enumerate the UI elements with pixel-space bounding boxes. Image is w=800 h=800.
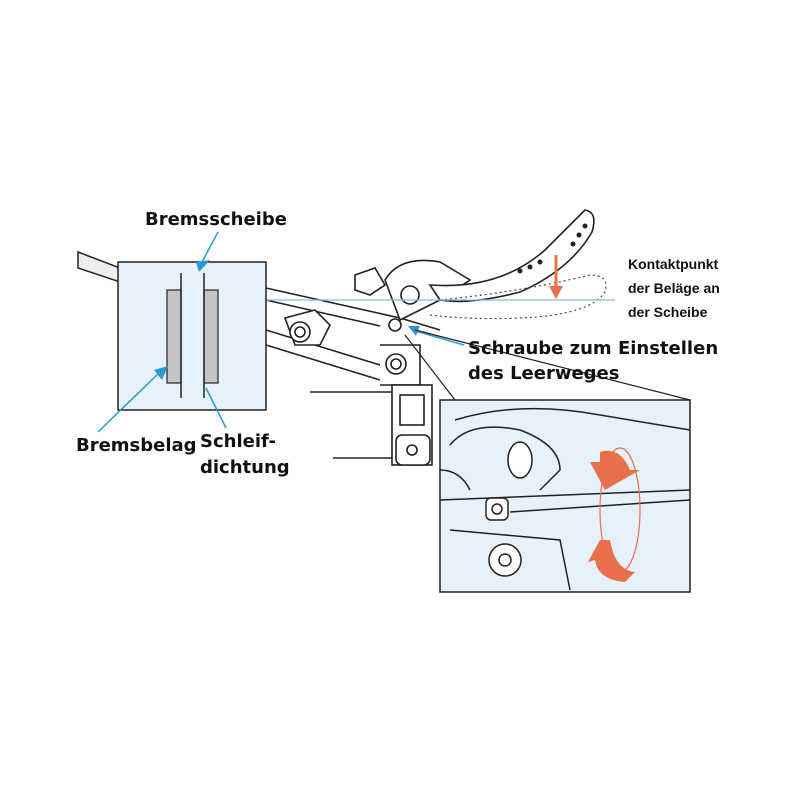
lever-travel-arrow [549,255,563,299]
seal-label-line1: Schleif- [200,431,276,452]
pad-inset [117,261,267,411]
brake-disc-label: Bremsscheibe [145,209,287,230]
contact-label-line2: der Beläge an [628,280,720,296]
screw-label-line1: Schraube zum Einstellen [468,338,719,359]
lever-holes [517,223,588,274]
seal-label-line2: dichtung [200,457,290,478]
brake-pad-left [166,289,182,384]
pointer-lines [97,231,465,433]
screw-inset [439,399,691,593]
contact-label-line3: der Scheibe [628,304,708,320]
brake-pad-label: Bremsbelag [76,435,197,456]
lever-pulled-outline [429,274,607,320]
contact-label-line1: Kontaktpunkt [628,256,719,272]
zoom-callout-lines [404,329,691,401]
lever-body [265,209,595,466]
brake-pad-right [203,289,219,384]
rotation-arrow-icon [588,447,641,582]
screw-label-line2: des Leerweges [468,363,620,384]
handlebar [77,250,121,284]
